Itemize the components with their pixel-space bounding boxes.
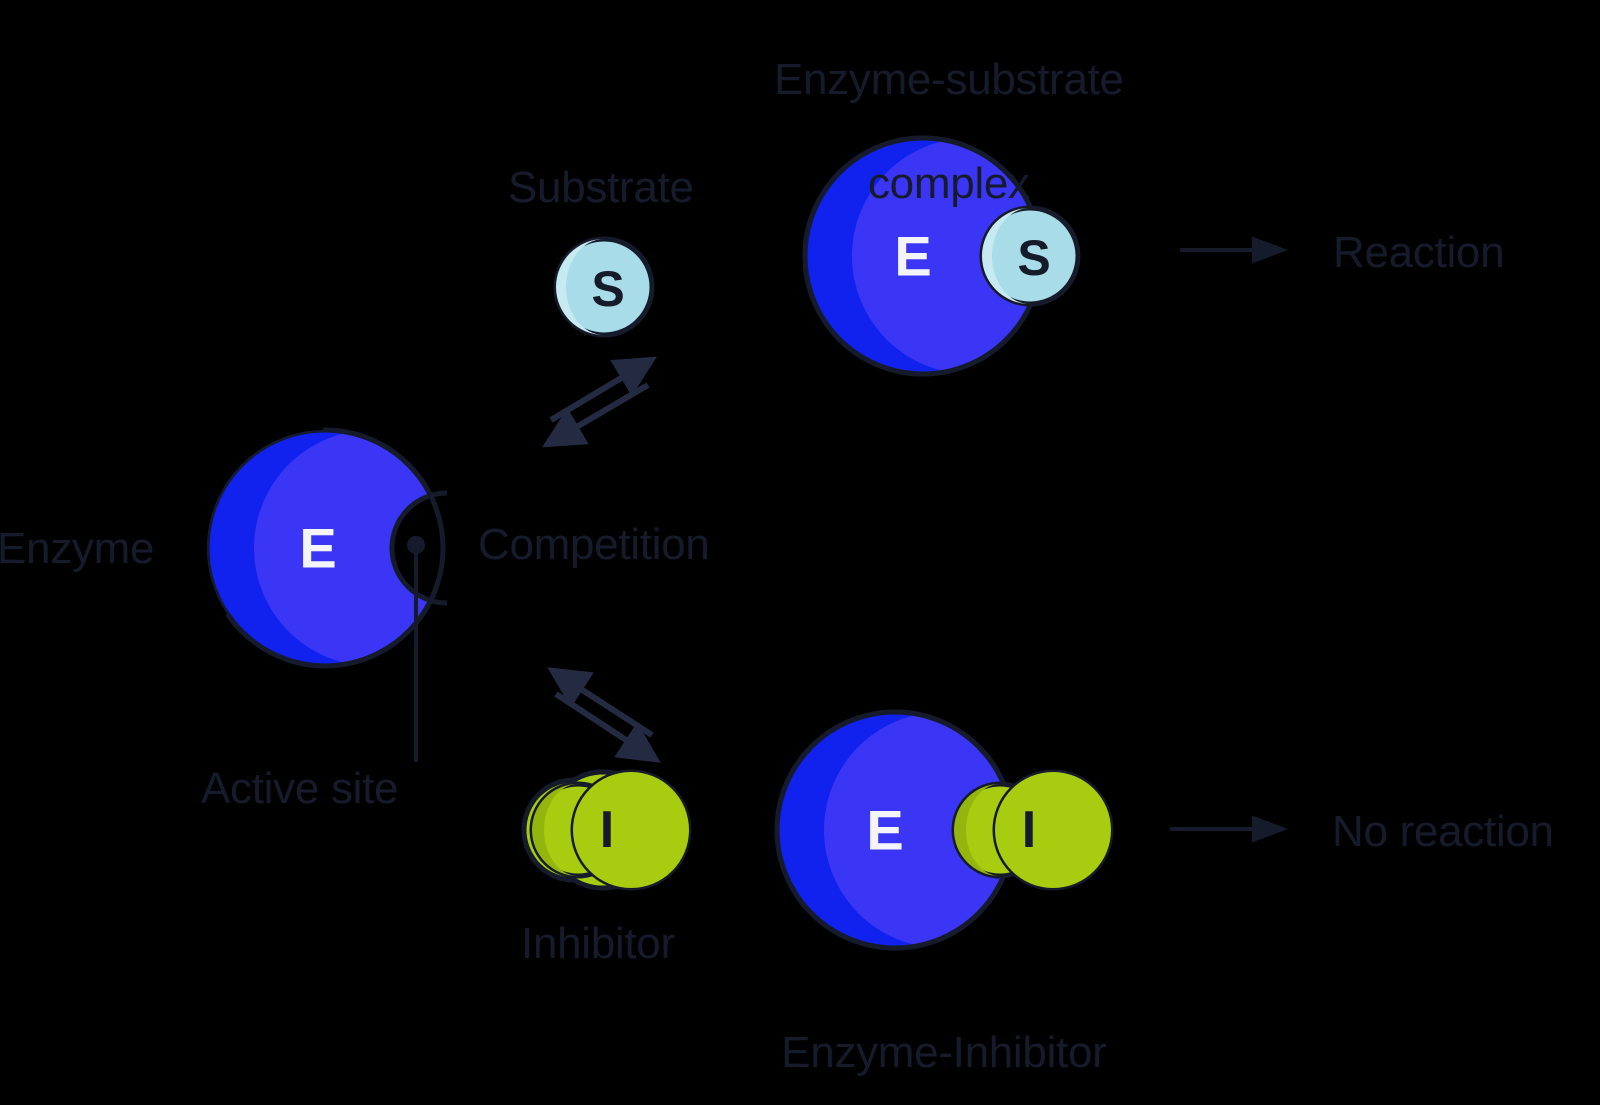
es-substrate-letter: S [1017, 230, 1050, 286]
substrate-letter: S [591, 261, 624, 317]
inhibitor-letter: I [600, 801, 614, 859]
reversible-arrow-substrate [541, 356, 658, 448]
ei-inhibitor-letter: I [1022, 801, 1036, 859]
reversible-arrow-substrate-down [541, 382, 650, 448]
enzyme-outline-ring [204, 427, 446, 669]
inhibitor-label: Inhibitor [521, 919, 675, 968]
reaction-label: Reaction [1333, 228, 1505, 277]
inhibitor-lobe-right-fill [573, 772, 689, 888]
active-site-dot [407, 536, 425, 554]
es-substrate-highlight [982, 208, 1030, 304]
reversible-arrow-inhibitor-down [554, 691, 661, 763]
inhibitor-molecule: I [521, 769, 692, 891]
ei-complex-label-line1: Enzyme-Inhibitor [781, 1027, 1107, 1077]
substrate-molecule: S [553, 236, 655, 338]
active-site-leader [407, 536, 425, 762]
ei-inhibitor-shade [954, 784, 1000, 876]
enzyme-inhibitor-complex: E I [774, 709, 1114, 951]
ei-enzyme-highlight [824, 712, 1060, 948]
enzyme-inhibitor-complex-label: Enzyme-Inhibitor complex [695, 975, 1145, 1105]
ei-enzyme-letter: E [866, 799, 903, 862]
ei-inhibitor-lobe-right-fill [995, 772, 1111, 888]
no-reaction-label: No reaction [1332, 807, 1554, 856]
competition-label: Competition [478, 520, 710, 569]
enzyme-substrate-complex: E S [802, 135, 1088, 377]
enzyme-letter: E [299, 517, 336, 580]
inhibitor-shade [532, 784, 578, 876]
enzyme-label: Enzyme [0, 524, 155, 573]
substrate-highlight [556, 239, 604, 335]
active-site-label: Active site [201, 764, 399, 813]
reversible-arrow-inhibitor [547, 667, 661, 763]
enzyme-molecule: E [204, 427, 490, 669]
es-complex-label-line1: Enzyme-substrate [773, 54, 1124, 104]
es-enzyme-letter: E [894, 225, 931, 288]
enzyme-highlight [254, 430, 490, 666]
es-complex-label-line2: complex [867, 158, 1030, 208]
active-site-notch-arc [389, 490, 448, 606]
substrate-label: Substrate [508, 163, 694, 212]
es-enzyme-highlight [852, 138, 1088, 374]
enzyme-substrate-complex-label: Enzyme-substrate complex [700, 2, 1150, 262]
